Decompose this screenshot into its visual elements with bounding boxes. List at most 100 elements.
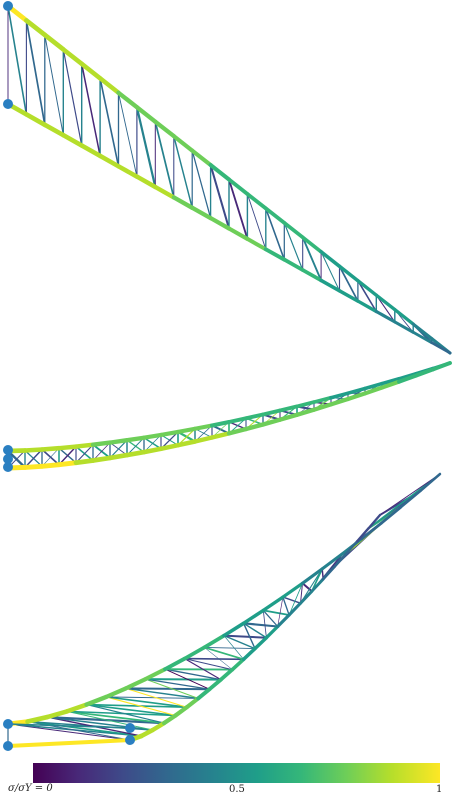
cantilever-truss-deep-curved — [3, 472, 442, 751]
truss-bottom-chord — [260, 417, 283, 427]
truss-bottom-chord — [328, 396, 351, 407]
truss-bottom-chord — [299, 589, 314, 605]
truss-vertical-member — [223, 634, 256, 650]
truss-top-chord — [143, 667, 168, 682]
truss-diagonal-member — [242, 622, 279, 628]
truss-top-chord — [300, 567, 324, 585]
truss-bottom-chord — [277, 412, 300, 422]
truss-diagonal-member — [283, 222, 304, 271]
truss-diagonal-member — [265, 207, 286, 261]
truss-vertical-member — [46, 716, 154, 731]
truss-top-chord — [163, 656, 187, 672]
truss-bottom-chord — [208, 215, 232, 231]
truss-bottom-chord — [276, 613, 291, 629]
colorbar-tick-max: 1 — [436, 784, 443, 795]
truss-top-chord — [329, 391, 350, 400]
truss-bottom-chord — [60, 132, 85, 148]
truss-bottom-chord — [337, 289, 360, 303]
truss-bottom-chord — [161, 713, 178, 726]
truss-top-chord — [399, 489, 422, 509]
truss-diagonal-member — [209, 163, 231, 230]
truss-top-chord — [363, 381, 384, 391]
truss-bottom-chord — [263, 247, 287, 262]
support-node-icon — [3, 462, 13, 472]
truss-vertical-member — [300, 582, 303, 604]
truss-diagonal-member — [246, 193, 267, 250]
truss-diagonal-member — [223, 634, 268, 639]
support-node-icon — [125, 723, 135, 733]
colorbar-label: σ/σY = 0 — [8, 783, 53, 794]
truss-top-chord — [39, 445, 62, 452]
truss-bottom-chord — [345, 391, 368, 402]
truss-top-chord — [42, 32, 66, 52]
truss-diagonal-member — [118, 92, 138, 178]
truss-bottom-chord — [356, 299, 378, 314]
truss-bottom-chord — [287, 601, 303, 617]
truss-bottom-chord — [124, 449, 147, 458]
truss-bottom-chord — [190, 205, 213, 221]
truss-bottom-chord — [97, 153, 121, 169]
truss-top-chord — [244, 412, 265, 421]
truss-bottom-chord — [414, 367, 435, 378]
truss-top-chord — [227, 177, 250, 196]
truss-top-chord — [222, 621, 246, 638]
truss-top-chord — [320, 552, 344, 571]
truss-top-chord — [73, 442, 96, 449]
truss-top-chord — [90, 440, 113, 447]
truss-vertical-member — [203, 646, 245, 661]
truss-bottom-chord — [107, 452, 130, 461]
truss-diagonal-member — [7, 723, 131, 729]
truss-top-chord — [123, 677, 148, 691]
truss-top-chord — [64, 702, 89, 714]
support-node-icon — [125, 735, 135, 745]
truss-bottom-chord — [153, 184, 177, 200]
truss-top-chord — [124, 435, 147, 443]
truss-top-chord — [319, 250, 342, 269]
truss-diagonal-member — [223, 635, 244, 660]
truss-diagonal-member — [135, 106, 157, 189]
truss-bottom-chord — [22, 463, 45, 470]
truss-diagonal-member — [301, 582, 313, 593]
truss-bottom-chord — [6, 738, 132, 748]
truss-top-chord — [261, 408, 282, 417]
truss-top-chord — [411, 322, 434, 341]
truss-top-chord — [419, 472, 442, 493]
truss-diagonal-member — [203, 646, 256, 650]
truss-top-chord — [209, 419, 232, 428]
cantilever-truss-straight — [3, 1, 452, 355]
truss-top-chord — [337, 264, 360, 283]
truss-top-chord — [175, 426, 198, 434]
truss-top-chord — [379, 505, 403, 525]
truss-bottom-chord — [344, 539, 359, 556]
truss-bottom-chord — [196, 687, 212, 701]
truss-vertical-member — [26, 720, 143, 737]
truss-top-chord — [25, 714, 50, 724]
truss-top-chord — [263, 206, 287, 225]
truss-bottom-chord — [430, 341, 452, 355]
truss-bottom-chord — [367, 513, 382, 530]
truss-top-chord — [282, 221, 305, 240]
truss-bottom-chord — [226, 426, 249, 436]
truss-bottom-chord — [73, 458, 96, 466]
truss-bottom-chord — [226, 226, 250, 241]
truss-diagonal-member — [24, 448, 43, 469]
truss-diagonal-member — [66, 710, 154, 731]
truss-bottom-chord — [175, 439, 198, 448]
truss-top-chord — [84, 694, 109, 707]
truss-bottom-chord — [207, 677, 223, 692]
truss-top-chord — [182, 645, 207, 661]
truss-diagonal-member — [301, 236, 323, 282]
truss-diagonal-member — [62, 48, 83, 147]
truss-top-chord — [312, 395, 333, 404]
truss-diagonal-member — [262, 609, 290, 616]
truss-diagonal-member — [99, 77, 120, 168]
truss-bottom-chord — [150, 720, 167, 733]
truss-bottom-chord — [356, 526, 370, 543]
truss-top-chord — [134, 105, 158, 124]
truss-diagonal-member — [7, 5, 28, 116]
truss-top-chord — [79, 61, 103, 81]
truss-vertical-member — [105, 696, 188, 708]
truss-diagonal-member — [85, 703, 188, 709]
truss-bottom-chord — [192, 435, 215, 444]
support-node-icon — [3, 99, 13, 109]
